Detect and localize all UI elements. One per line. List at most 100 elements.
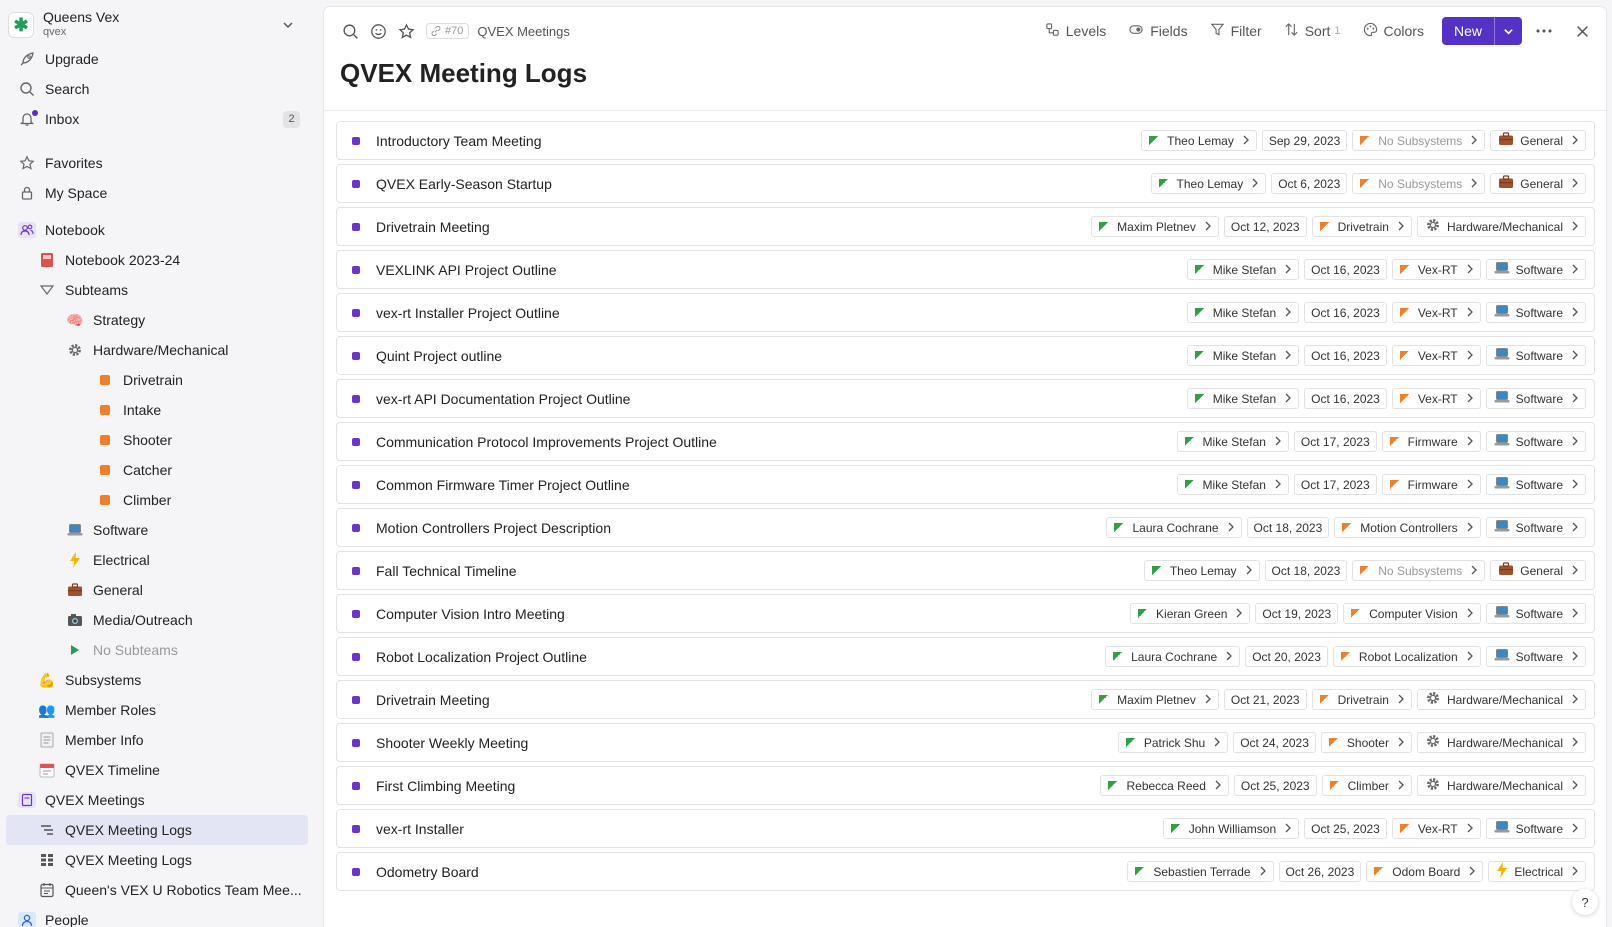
date-chip[interactable]: Oct 18, 2023 [1246,517,1330,538]
subteam-chip[interactable]: Hardware/Mechanical [1416,775,1586,796]
help-button[interactable]: ? [1572,889,1598,915]
fields-button[interactable]: Fields [1128,22,1188,40]
row-title[interactable]: vex-rt Installer Project Outline [376,304,560,321]
person-chip[interactable]: Rebecca Reed [1100,775,1229,796]
subteam-chip[interactable]: Electrical [1488,861,1586,882]
levels-button[interactable]: Levels [1045,22,1106,40]
date-chip[interactable]: Oct 16, 2023 [1304,388,1387,409]
sidebar-item-strategy[interactable]: 🧠Strategy [6,305,308,335]
person-chip[interactable]: Maxim Pletnev [1091,216,1219,237]
sort-button[interactable]: Sort 1 [1284,22,1341,40]
subsystem-chip[interactable]: No Subsystems [1352,173,1486,194]
person-chip[interactable]: Mike Stefan [1186,259,1300,280]
subteam-chip[interactable]: Software [1485,345,1586,366]
subsystem-chip[interactable]: No Subsystems [1352,560,1486,581]
sidebar-item-team-meeting[interactable]: Queen's VEX U Robotics Team Mee... [6,875,308,905]
row-title[interactable]: Robot Localization Project Outline [376,648,587,665]
sidebar-item-inbox[interactable]: Inbox 2 [6,104,308,134]
date-chip[interactable]: Oct 17, 2023 [1293,474,1377,495]
new-button[interactable]: New [1453,23,1482,39]
sidebar-item-subteams[interactable]: Subteams [6,275,308,305]
sidebar-item-drivetrain[interactable]: Drivetrain [6,365,308,395]
sidebar-item-qvex-timeline[interactable]: QVEX Timeline [6,755,308,785]
subteam-chip[interactable]: Hardware/Mechanical [1416,689,1586,710]
person-chip[interactable]: Mike Stefan [1176,431,1289,452]
sidebar-item-qvex-meeting-logs-active[interactable]: QVEX Meeting Logs [6,815,308,845]
colors-button[interactable]: Colors [1363,22,1424,40]
sidebar-item-electrical[interactable]: Electrical [6,545,308,575]
person-chip[interactable]: Theo Lemay [1143,560,1260,581]
subsystem-chip[interactable]: Shooter [1320,732,1412,753]
date-chip[interactable]: Sep 29, 2023 [1261,130,1348,151]
row-title[interactable]: vex-rt API Documentation Project Outline [376,390,631,407]
subsystem-chip[interactable]: Firmware [1381,431,1481,452]
subsystem-chip[interactable]: Vex-RT [1391,345,1481,366]
date-chip[interactable]: Oct 25, 2023 [1233,775,1317,796]
sidebar-item-media-outreach[interactable]: Media/Outreach [6,605,308,635]
person-chip[interactable]: Laura Cochrane [1105,646,1241,667]
date-chip[interactable]: Oct 16, 2023 [1304,302,1387,323]
person-chip[interactable]: Sebastien Terrade [1127,861,1274,882]
more-icon[interactable] [1528,17,1560,45]
sidebar-item-software[interactable]: Software [6,515,308,545]
date-chip[interactable]: Oct 16, 2023 [1304,259,1387,280]
subsystem-chip[interactable]: Odom Board [1366,861,1484,882]
subsystem-chip[interactable]: Vex-RT [1391,302,1481,323]
date-chip[interactable]: Oct 19, 2023 [1255,603,1339,624]
row-title[interactable]: QVEX Early-Season Startup [376,175,552,192]
date-chip[interactable]: Oct 6, 2023 [1271,173,1348,194]
row-title[interactable]: Computer Vision Intro Meeting [376,605,565,622]
row-title[interactable]: First Climbing Meeting [376,777,516,794]
person-chip[interactable]: Kieran Green [1130,603,1251,624]
subteam-chip[interactable]: Software [1485,388,1586,409]
subteam-chip[interactable]: Software [1485,474,1586,495]
sidebar-item-my-space[interactable]: My Space [6,178,308,208]
row-title[interactable]: Drivetrain Meeting [376,218,490,235]
sidebar-item-notebook[interactable]: Notebook [6,215,308,245]
sidebar-item-people[interactable]: People [6,905,308,927]
row-title[interactable]: vex-rt Installer [376,820,464,837]
breadcrumb[interactable]: QVEX Meetings [477,23,570,39]
date-chip[interactable]: Oct 26, 2023 [1278,861,1362,882]
sidebar-item-upgrade[interactable]: Upgrade [6,44,308,74]
close-icon[interactable] [1566,17,1598,45]
sidebar-item-shooter[interactable]: Shooter [6,425,308,455]
row-title[interactable]: Fall Technical Timeline [376,562,517,579]
row-title[interactable]: Shooter Weekly Meeting [376,734,529,751]
filter-button[interactable]: Filter [1210,22,1262,40]
emoji-icon[interactable] [364,17,392,45]
table-row[interactable]: Motion Controllers Project Description La… [336,508,1595,547]
table-row[interactable]: Communication Protocol Improvements Proj… [336,422,1595,461]
row-title[interactable]: Motion Controllers Project Description [376,519,611,536]
subsystem-chip[interactable]: Computer Vision [1343,603,1481,624]
person-chip[interactable]: Laura Cochrane [1106,517,1242,538]
date-chip[interactable]: Oct 12, 2023 [1223,216,1307,237]
sidebar-item-hardware-mechanical[interactable]: Hardware/Mechanical [6,335,308,365]
subsystem-chip[interactable]: Vex-RT [1391,818,1481,839]
sidebar-item-search[interactable]: Search [6,74,308,104]
table-row[interactable]: Computer Vision Intro Meeting Kieran Gree… [336,594,1595,633]
sidebar-item-intake[interactable]: Intake [6,395,308,425]
subteam-chip[interactable]: General [1490,560,1586,581]
date-chip[interactable]: Oct 17, 2023 [1293,431,1377,452]
sidebar-item-general[interactable]: General [6,575,308,605]
subteam-chip[interactable]: Hardware/Mechanical [1416,732,1586,753]
subteam-chip[interactable]: Software [1485,259,1586,280]
subsystem-chip[interactable]: Firmware [1381,474,1481,495]
date-chip[interactable]: Oct 25, 2023 [1304,818,1387,839]
sidebar-item-qvex-meeting-logs-table[interactable]: QVEX Meeting Logs [6,845,308,875]
search-icon[interactable] [336,17,364,45]
person-chip[interactable]: Mike Stefan [1176,474,1289,495]
sidebar-item-notebook-2023-24[interactable]: Notebook 2023-24 [6,245,308,275]
workspace-switcher[interactable]: ✱ Queens Vex qvex [0,0,316,44]
